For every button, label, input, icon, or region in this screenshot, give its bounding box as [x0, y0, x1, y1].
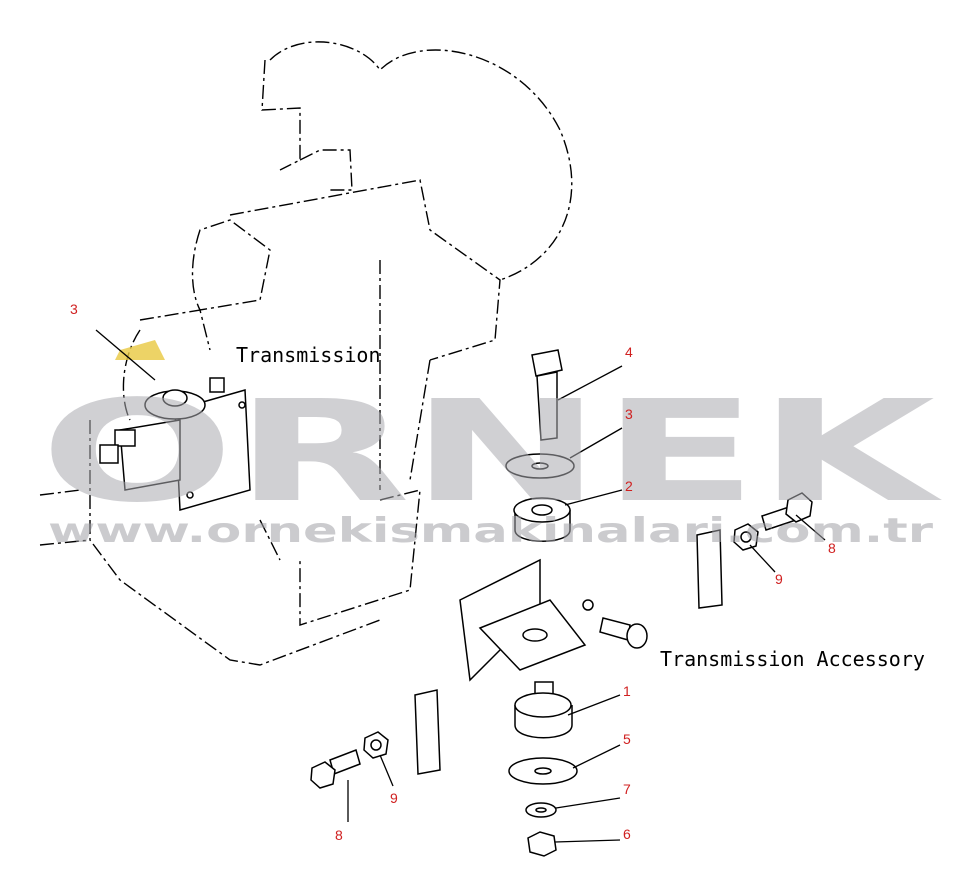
callout-3: 3 [625, 406, 633, 422]
small-washer [582, 599, 594, 611]
bracket-bolt [599, 617, 631, 641]
callout-7: 7 [623, 781, 631, 797]
transmission-housing [39, 41, 573, 666]
accent-triangle [115, 340, 165, 360]
shim-right [696, 529, 723, 609]
transmission-label: Transmission [236, 343, 381, 367]
callout-8-right: 8 [828, 540, 836, 556]
callout-2: 2 [625, 478, 633, 494]
bolt-8-left [310, 749, 361, 789]
nut-9-right [733, 523, 759, 551]
callout-9-right: 9 [775, 571, 783, 587]
callout-6: 6 [623, 826, 631, 842]
bolt-8-right [761, 492, 813, 531]
cushion-2 [513, 497, 571, 542]
bolt-4 [531, 349, 563, 441]
callout-4: 4 [625, 344, 633, 360]
left-mount-assembly [99, 377, 251, 511]
callout-1: 1 [623, 683, 631, 699]
callout-9-left: 9 [390, 790, 398, 806]
leader-lines [95, 329, 826, 843]
watermark-url: www.ornekismakinalari.com.tr [48, 511, 933, 551]
callout-3-left: 3 [70, 301, 78, 317]
callout-5: 5 [623, 731, 631, 747]
nut-9-left [363, 731, 389, 759]
bracket-plate [459, 558, 587, 682]
transmission-accessory-label: Transmission Accessory [660, 647, 925, 671]
callout-8-left: 8 [335, 827, 343, 843]
cushion-1 [514, 681, 573, 739]
nut-6 [527, 831, 557, 857]
watermark-brand: ORNEK [40, 371, 942, 534]
shim-left [414, 689, 441, 775]
